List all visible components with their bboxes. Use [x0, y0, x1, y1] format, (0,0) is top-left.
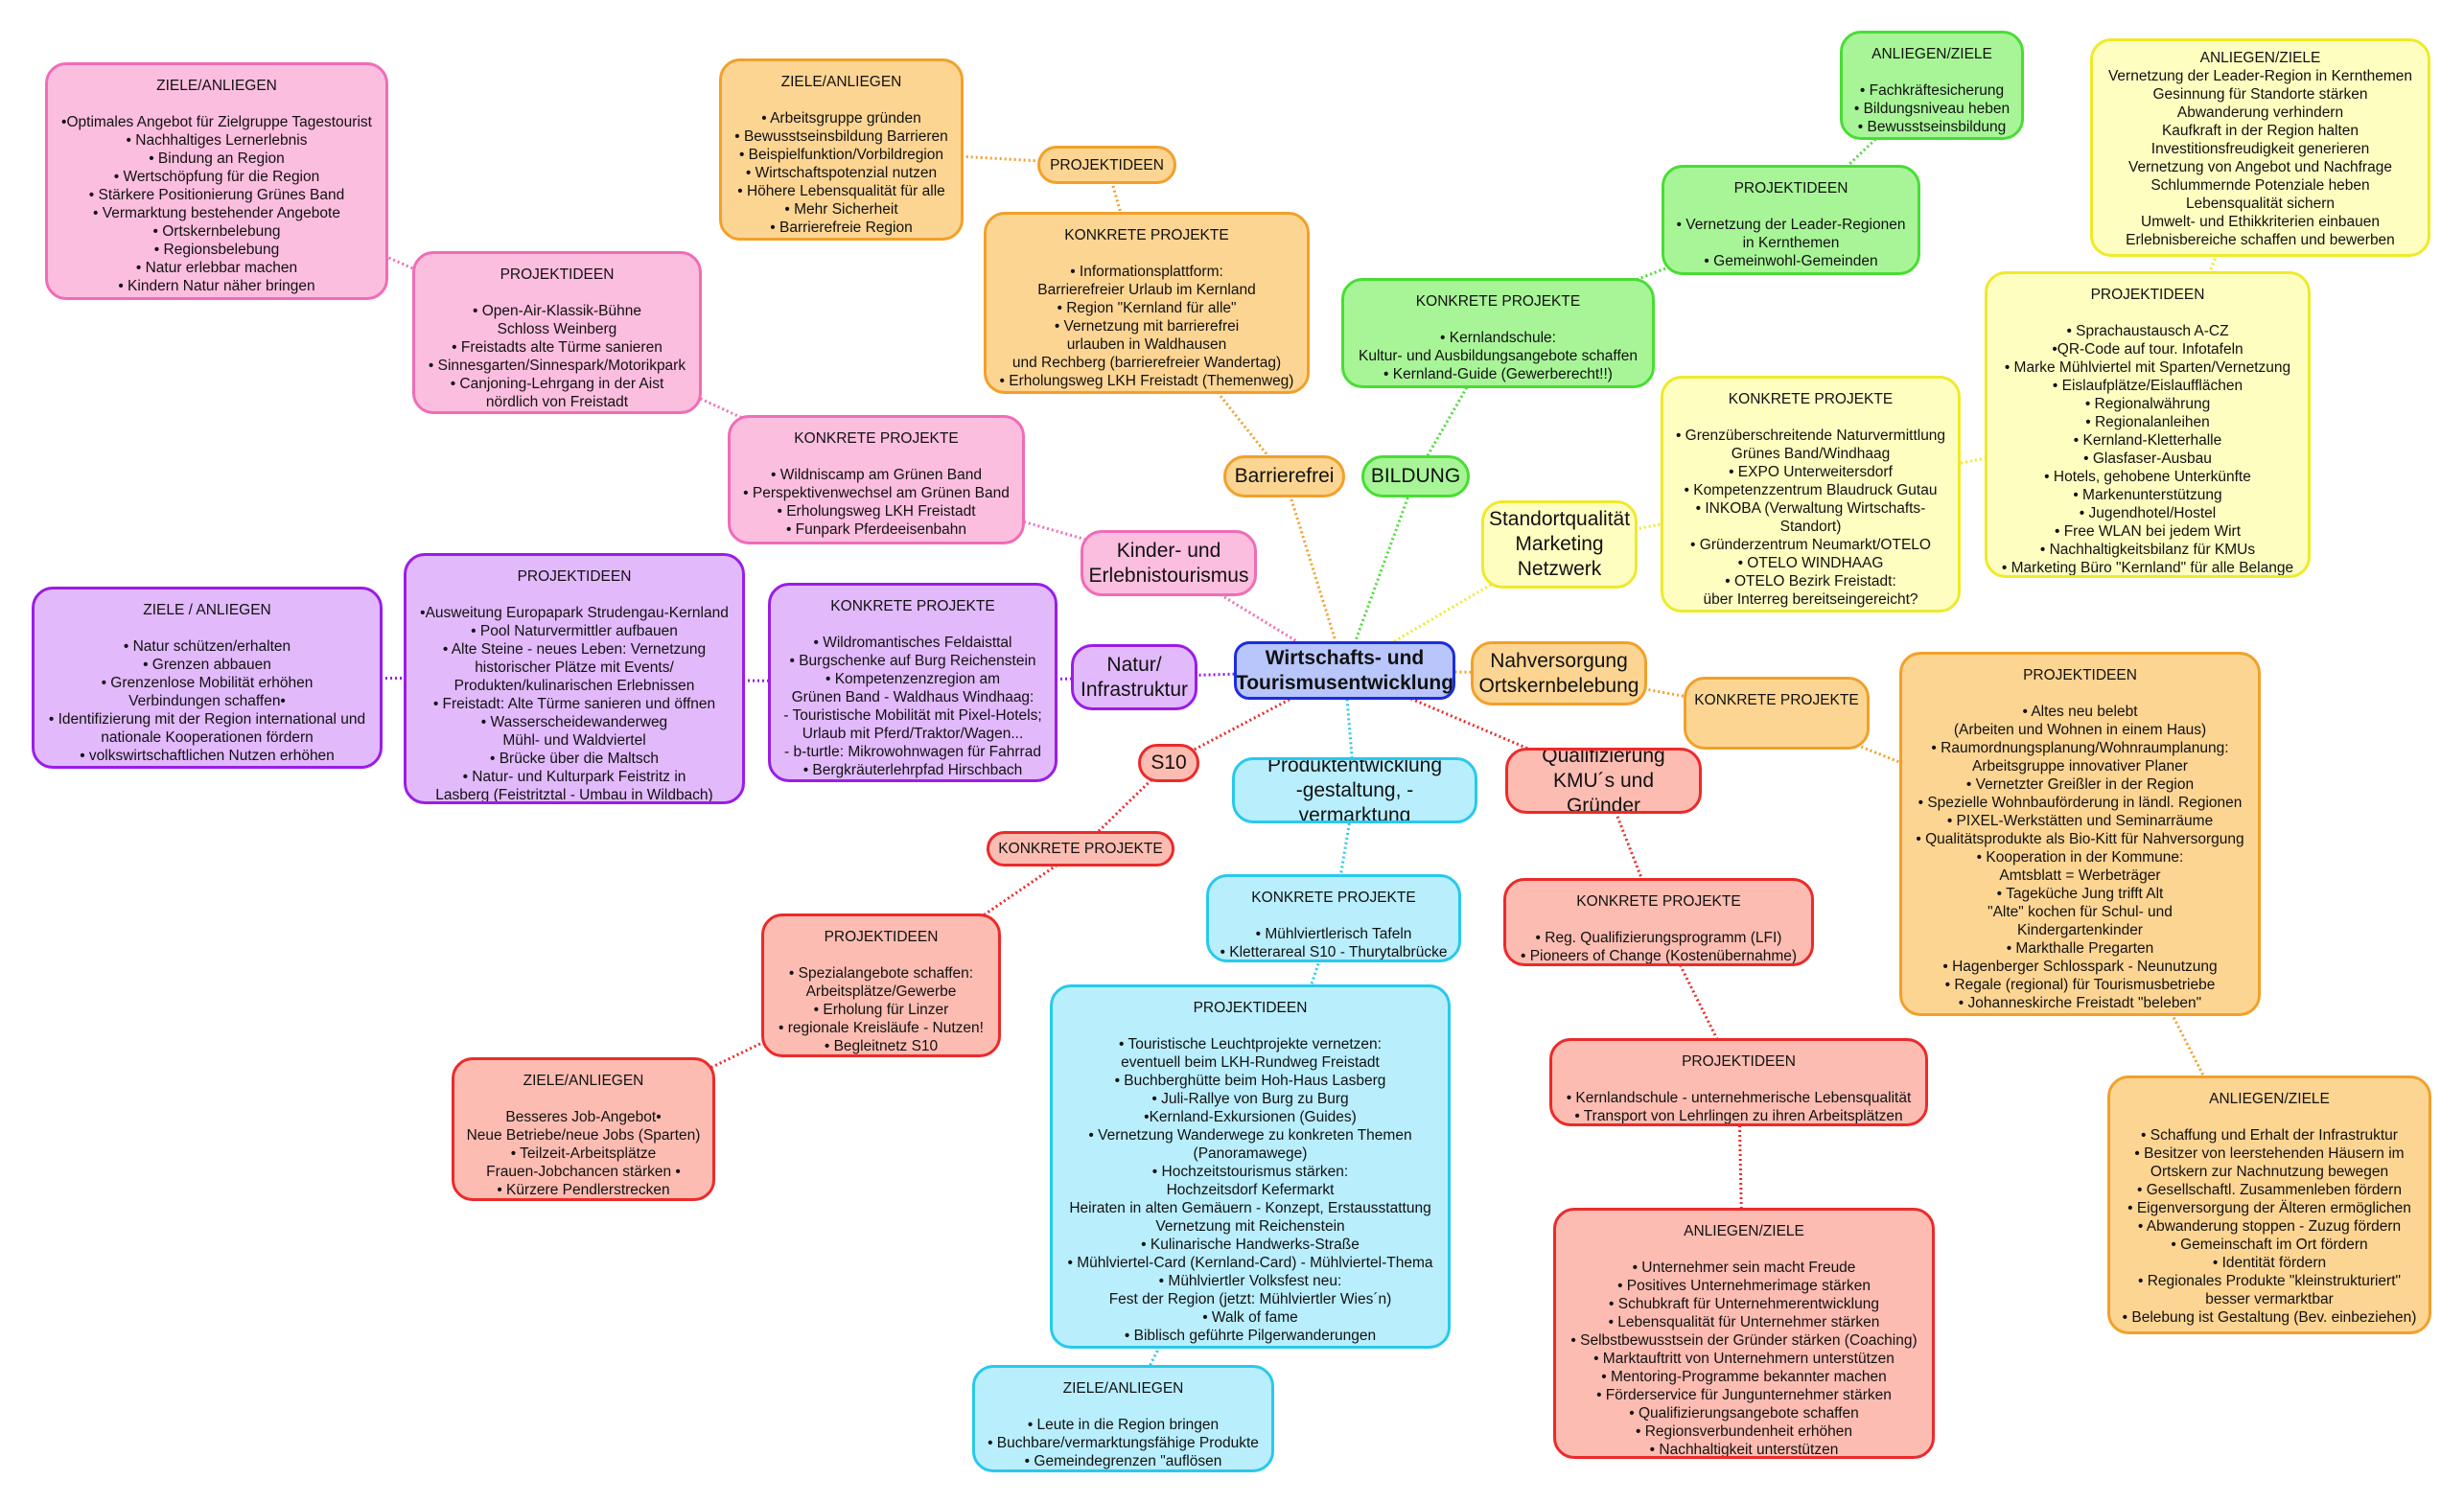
- produkt-ziele-anliegen[interactable]: ZIELE/ANLIEGEN • Leute in die Region bri…: [972, 1365, 1274, 1472]
- nahversorgung-projektideen[interactable]: PROJEKTIDEEN • Altes neu belebt (Arbeite…: [1899, 652, 2261, 1016]
- connector-hub-bildung-bildung-konkrete-projekte: [1414, 332, 1499, 477]
- kinder-ziele-anliegen[interactable]: ZIELE/ANLIEGEN •Optimales Angebot für Zi…: [45, 62, 388, 300]
- nahversorgung-anliegen-ziele[interactable]: ANLIEGEN/ZIELE • Schaffung und Erhalt de…: [2107, 1075, 2431, 1334]
- barrierefrei-ziele-anliegen[interactable]: ZIELE/ANLIEGEN • Arbeitsgruppe gründen •…: [719, 58, 964, 241]
- bildung-anliegen-ziele[interactable]: ANLIEGEN/ZIELE • Fachkräftesicherung • B…: [1840, 31, 2024, 140]
- qualifizierung-konkrete-projekte[interactable]: KONKRETE PROJEKTE • Reg. Qualifizierungs…: [1503, 878, 1814, 966]
- natur-projektideen[interactable]: PROJEKTIDEEN •Ausweitung Europapark Stru…: [404, 553, 745, 804]
- connector-natur-projektideen-natur-ziele-anliegen: [206, 676, 575, 681]
- natur-konkrete-projekte[interactable]: KONKRETE PROJEKTE • Wildromantisches Fel…: [768, 583, 1058, 782]
- hub-produktentwicklung[interactable]: Produktentwicklung -gestaltung, - vermar…: [1232, 757, 1477, 823]
- hub-standortqualitaet[interactable]: Standortqualität Marketing Netzwerk: [1481, 500, 1638, 589]
- connector-center-node-hub-qualifizierung: [1343, 669, 1605, 782]
- hub-s10[interactable]: S10: [1138, 744, 1199, 782]
- nahversorgung-konkrete-projekte[interactable]: KONKRETE PROJEKTE: [1684, 677, 1870, 750]
- qualifizierung-projektideen[interactable]: PROJEKTIDEEN • Kernlandschule - unterneh…: [1549, 1038, 1928, 1126]
- qualifizierung-anliegen-ziele[interactable]: ANLIEGEN/ZIELE • Unternehmer sein macht …: [1553, 1208, 1935, 1459]
- hub-natur-infrastruktur[interactable]: Natur/ Infrastruktur: [1071, 644, 1197, 710]
- hub-barrierefrei[interactable]: Barrierefrei: [1223, 455, 1345, 497]
- barrierefrei-konkrete-projekte[interactable]: KONKRETE PROJEKTE • Informationsplattfor…: [984, 212, 1310, 394]
- hub-bildung[interactable]: BILDUNG: [1361, 455, 1470, 497]
- connector-center-node-hub-bildung: [1343, 475, 1417, 672]
- s10-konkrete-projekte[interactable]: KONKRETE PROJEKTE: [987, 831, 1174, 867]
- standort-projektideen[interactable]: PROJEKTIDEEN • Sprachaustausch A-CZ •QR-…: [1985, 271, 2311, 578]
- standort-anliegen-ziele[interactable]: ANLIEGEN/ZIELE Vernetzung der Leader-Reg…: [2090, 38, 2430, 257]
- bildung-konkrete-projekte[interactable]: KONKRETE PROJEKTE • Kernlandschule: Kult…: [1341, 278, 1655, 388]
- center-node[interactable]: Wirtschafts- und Tourismusentwicklung: [1234, 641, 1455, 700]
- connector-hub-nahversorgung-nahversorgung-konkrete-projekte: [1558, 672, 1778, 715]
- bildung-projektideen[interactable]: PROJEKTIDEEN • Vernetzung der Leader-Reg…: [1662, 165, 1920, 275]
- kinder-konkrete-projekte[interactable]: KONKRETE PROJEKTE • Wildniscamp am Grüne…: [728, 415, 1025, 544]
- barrierefrei-projektideen[interactable]: PROJEKTIDEEN: [1037, 146, 1176, 184]
- hub-nahversorgung[interactable]: Nahversorgung Ortskernbelebung: [1471, 641, 1647, 705]
- kinder-projektideen[interactable]: PROJEKTIDEEN • Open-Air-Klassik-Bühne Sc…: [412, 251, 702, 414]
- hub-kinder-erlebnistourismus[interactable]: Kinder- und Erlebnistourismus: [1081, 530, 1257, 596]
- produkt-konkrete-projekte[interactable]: KONKRETE PROJEKTE • Mühlviertlerisch Taf…: [1206, 874, 1461, 962]
- hub-qualifizierung[interactable]: Qualifizierung KMU´s und Gründer: [1505, 748, 1702, 814]
- s10-ziele-anliegen[interactable]: ZIELE/ANLIEGEN Besseres Job-Angebot• Neu…: [452, 1057, 715, 1201]
- natur-ziele-anliegen[interactable]: ZIELE / ANLIEGEN • Natur schützen/erhalt…: [32, 587, 383, 769]
- s10-projektideen[interactable]: PROJEKTIDEEN • Spezialangebote schaffen:…: [761, 913, 1001, 1057]
- connector-center-node-hub-barrierefrei: [1283, 475, 1346, 671]
- produkt-projektideen[interactable]: PROJEKTIDEEN • Touristische Leuchtprojek…: [1050, 984, 1451, 1349]
- standort-konkrete-projekte[interactable]: KONKRETE PROJEKTE • Grenzüberschreitende…: [1661, 376, 1961, 613]
- connector-bildung-projektideen-bildung-anliegen-ziele: [1789, 83, 1934, 221]
